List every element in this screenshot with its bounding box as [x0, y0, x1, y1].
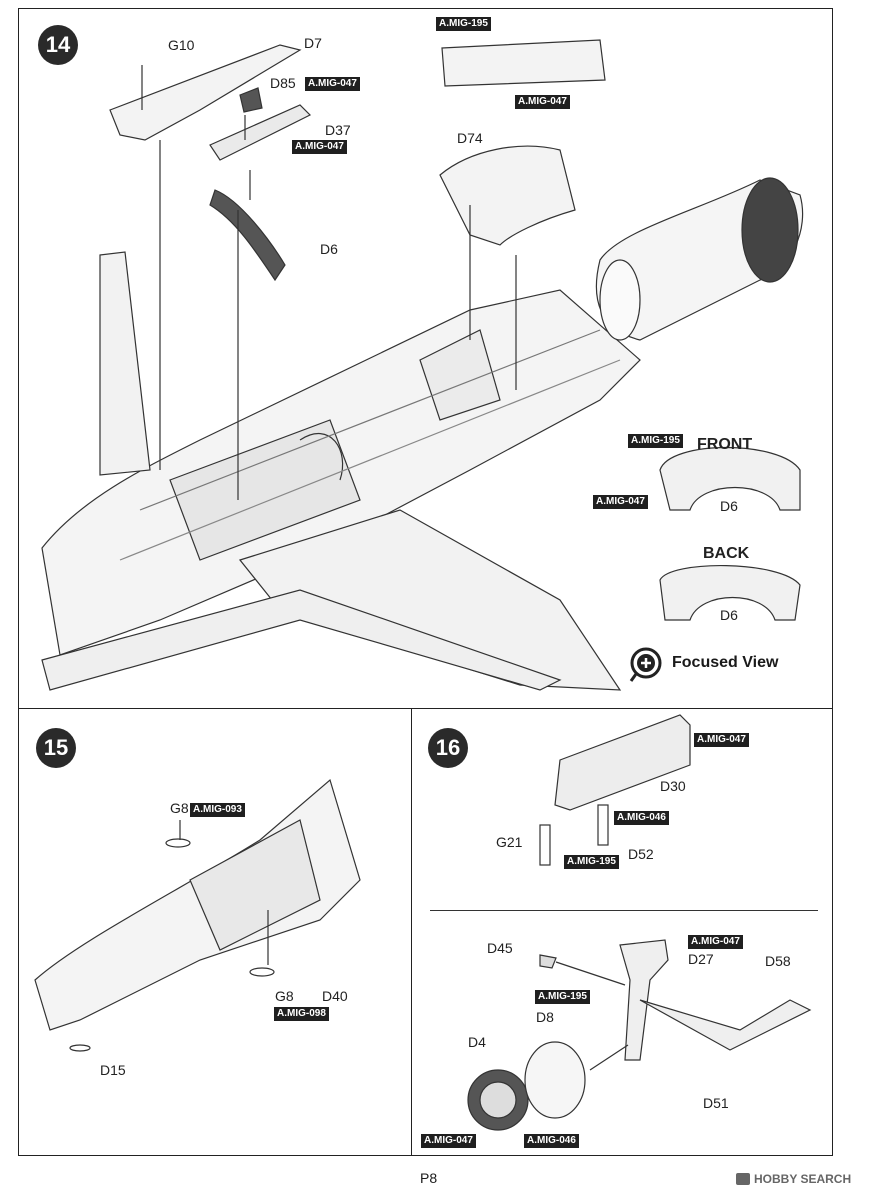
paint-tag-d37: A.MIG-047: [292, 140, 347, 154]
step-16-label: 16: [435, 735, 461, 760]
step-number-14: 14: [38, 25, 78, 65]
part-label-d6: D6: [320, 241, 338, 257]
divider-horizontal: [18, 708, 833, 709]
watermark-text: HOBBY SEARCH: [754, 1172, 852, 1186]
step-15-label: 15: [43, 735, 69, 760]
part-label-g21: G21: [496, 834, 523, 850]
paint-tag-d4-046: A.MIG-046: [524, 1134, 579, 1148]
paint-tag-d4-047: A.MIG-047: [421, 1134, 476, 1148]
part-label-d45: D45: [487, 940, 513, 956]
part-label-d51: D51: [703, 1095, 729, 1111]
paint-tag-d52-046: A.MIG-046: [614, 811, 669, 825]
paint-tag-d52-195: A.MIG-195: [564, 855, 619, 869]
back-heading: BACK: [703, 545, 750, 562]
paint-tag-d30: A.MIG-047: [694, 733, 749, 747]
watermark: HOBBY SEARCH: [736, 1172, 851, 1186]
part-label-d52: D52: [628, 846, 654, 862]
focused-view-text: Focused View: [672, 654, 779, 671]
paint-tag-g8-bottom: A.MIG-098: [274, 1007, 329, 1021]
paint-tag-front-047: A.MIG-047: [593, 495, 648, 509]
part-label-d27: D27: [688, 951, 714, 967]
paint-tag-d85: A.MIG-047: [305, 77, 360, 91]
part-label-d6-front: D6: [720, 498, 738, 514]
page-number: P8: [420, 1170, 438, 1186]
paint-tag-d27: A.MIG-047: [688, 935, 743, 949]
part-label-d37: D37: [325, 122, 351, 138]
part-label-d7: D7: [304, 35, 322, 51]
part-label-g8-top: G8: [170, 800, 189, 816]
part-label-d58: D58: [765, 953, 791, 969]
paint-tag-top-047: A.MIG-047: [515, 95, 570, 109]
focused-view-legend: Focused View: [628, 645, 779, 682]
part-label-d40: D40: [322, 988, 348, 1004]
step-number-16: 16: [428, 728, 468, 768]
paint-tag-top-195: A.MIG-195: [436, 17, 491, 31]
part-label-d6-back: D6: [720, 607, 738, 623]
divider-step16: [430, 910, 818, 911]
page-frame: [18, 8, 833, 1156]
step-number-15: 15: [36, 728, 76, 768]
divider-vertical: [411, 708, 412, 1156]
hobby-search-logo-icon: [736, 1173, 750, 1185]
paint-tag-front-195: A.MIG-195: [628, 434, 683, 448]
magnifier-plus-icon: [628, 645, 664, 682]
part-label-d74: D74: [457, 130, 483, 146]
part-label-d15: D15: [100, 1062, 126, 1078]
paint-tag-g8-top: A.MIG-093: [190, 803, 245, 817]
part-label-g10: G10: [168, 37, 195, 53]
part-label-d8: D8: [536, 1009, 554, 1025]
part-label-d4: D4: [468, 1034, 486, 1050]
part-label-d30: D30: [660, 778, 686, 794]
part-label-g8-bottom: G8: [275, 988, 294, 1004]
part-label-d85: D85: [270, 75, 296, 91]
step-14-label: 14: [45, 32, 71, 57]
front-heading: FRONT: [697, 436, 753, 453]
paint-tag-gear-195: A.MIG-195: [535, 990, 590, 1004]
